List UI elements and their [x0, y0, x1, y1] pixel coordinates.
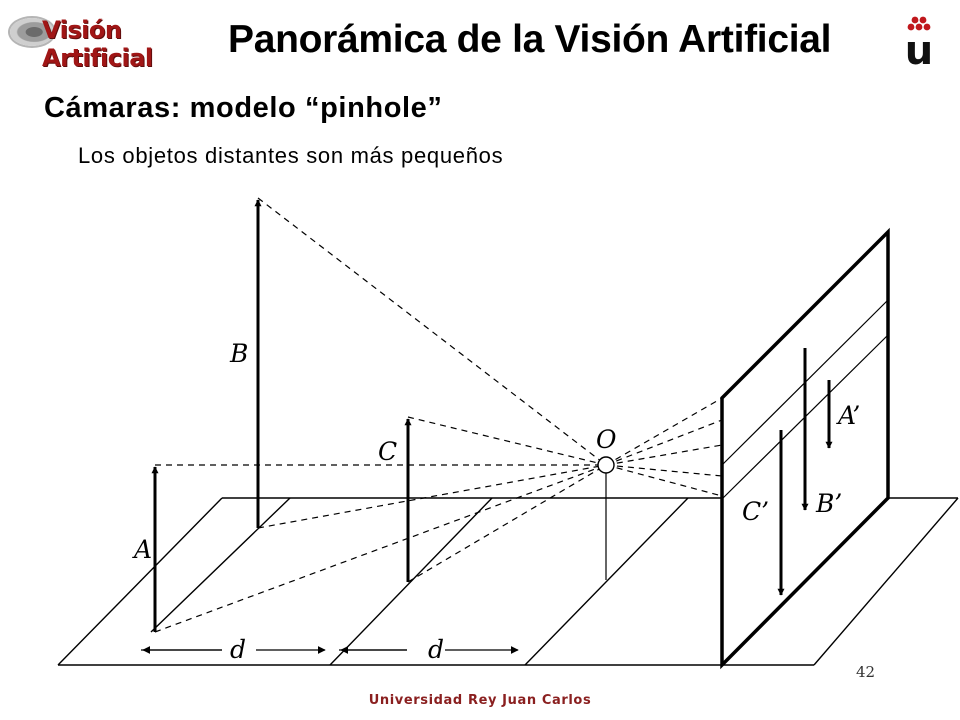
- label-c: C: [378, 437, 397, 466]
- label-b-prime: B’: [815, 489, 842, 518]
- label-b: B: [229, 339, 248, 368]
- eye-logo-icon: [10, 18, 54, 46]
- slide-subtitle: Cámaras: modelo “pinhole”: [44, 92, 443, 124]
- label-c-prime: C’: [742, 497, 769, 526]
- ground-plane: [57, 497, 722, 666]
- bullet-text: Los objetos distantes son más pequeños: [78, 143, 504, 168]
- pinhole-o: [597, 456, 615, 474]
- label-d2: d: [428, 635, 444, 664]
- urjc-letter: u: [905, 28, 933, 70]
- label-a-prime: A’: [836, 401, 860, 430]
- projection-rays: [154, 197, 723, 633]
- logo-text: Visión Artificial: [42, 16, 153, 72]
- page-number: 42: [856, 663, 876, 681]
- page-title: Panorámica de la Visión Artificial: [228, 18, 832, 61]
- label-a: A: [132, 535, 152, 564]
- label-d1: d: [230, 635, 246, 664]
- label-o: O: [596, 425, 617, 454]
- footer-university: Universidad Rey Juan Carlos: [368, 693, 592, 708]
- urjc-dots-logo-icon: u: [905, 16, 933, 70]
- vision-artificial-logo: Visión Artificial: [6, 8, 236, 72]
